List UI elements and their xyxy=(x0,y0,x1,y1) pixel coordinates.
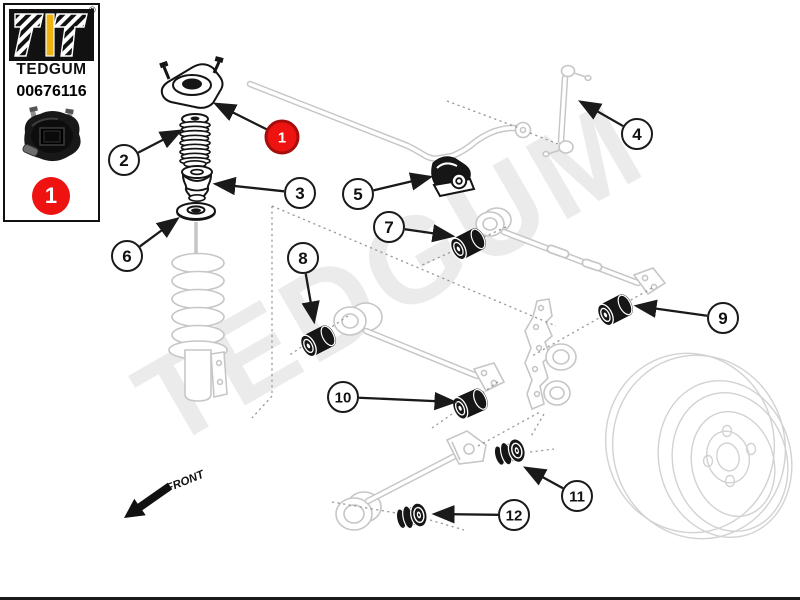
callout-number: 8 xyxy=(298,249,307,268)
callout-1-strut-mount: 1 xyxy=(212,102,300,155)
callout-arrow xyxy=(522,466,564,490)
callout-arrow xyxy=(212,102,268,131)
callout-circle xyxy=(108,144,140,176)
part-number: 00676116 xyxy=(16,83,87,100)
callout-9-lateral-arm-bushing-rear: 9 xyxy=(633,299,739,334)
highlighted-item-badge: 1 xyxy=(32,177,70,215)
callout-arrow xyxy=(301,273,320,325)
callout-arrow xyxy=(404,224,456,243)
callout-arrow xyxy=(212,176,285,196)
callout-8-lateral-arm-bushing: 8 xyxy=(287,242,320,325)
callout-arrow xyxy=(431,505,499,524)
callout-circle xyxy=(287,242,319,274)
callout-12-trailing-arm-bushing: 12 xyxy=(431,499,530,531)
callout-arrow xyxy=(137,129,184,154)
product-photo-strut-mount xyxy=(22,106,81,162)
front-direction-arrow: FRONT xyxy=(124,468,207,518)
lower-lateral-arm xyxy=(333,302,506,393)
front-label: FRONT xyxy=(165,468,207,494)
callout-arrow xyxy=(633,299,708,318)
trailing-arm xyxy=(335,430,487,531)
tedgum-logo-icon xyxy=(9,9,94,61)
callout-circle xyxy=(264,119,300,155)
upper-lateral-arm xyxy=(475,207,667,296)
knuckle xyxy=(524,298,577,411)
wheel xyxy=(604,352,793,540)
callout-number: 3 xyxy=(295,184,304,203)
brand-wordmark: TEDGUM xyxy=(16,61,87,78)
stabilizer-bar-bushing xyxy=(431,156,476,198)
callout-4-stabilizer-link: 4 xyxy=(578,100,653,150)
callout-6-spring-seat-washer: 6 xyxy=(111,216,180,272)
callout-11-trailing-arm-bushing: 11 xyxy=(522,466,593,512)
callout-circle xyxy=(707,302,739,334)
callout-number: 10 xyxy=(335,389,352,406)
callout-10-lateral-arm-bushing: 10 xyxy=(327,381,458,413)
callout-circle xyxy=(342,178,374,210)
dust-boot xyxy=(179,113,211,169)
bump-stop xyxy=(181,165,213,203)
callout-circle xyxy=(111,240,143,272)
stabilizer-bar xyxy=(246,80,532,162)
callout-number: 7 xyxy=(384,218,393,237)
page-bottom-border xyxy=(0,597,800,600)
trailing-arm-bushing-11 xyxy=(491,436,529,470)
callout-circle xyxy=(327,381,359,413)
lateral-arm-bushing-8 xyxy=(296,322,340,360)
callout-circle xyxy=(373,211,405,243)
callout-arrow xyxy=(578,100,624,128)
callout-number: 11 xyxy=(569,488,585,505)
callout-circle xyxy=(284,177,316,209)
callout-number: 5 xyxy=(353,185,362,204)
callout-5-stabilizer-bar-bushing: 5 xyxy=(342,172,434,210)
callout-number: 9 xyxy=(718,309,727,328)
callout-circle xyxy=(561,480,593,512)
trailing-arm-bushing-12 xyxy=(393,500,430,533)
part-info-panel: ® TEDGUM 00676116 1 xyxy=(3,3,100,222)
callout-circle xyxy=(621,118,653,150)
callout-number: 4 xyxy=(632,125,642,144)
strut-mount xyxy=(159,56,224,109)
callout-7-lateral-arm-bushing-front: 7 xyxy=(373,211,456,243)
callout-number: 1 xyxy=(278,129,286,146)
lateral-arm-bushing-10 xyxy=(448,385,492,423)
callout-2-dust-boot: 2 xyxy=(108,129,184,176)
strut-with-coil-spring xyxy=(168,222,228,402)
callout-arrow xyxy=(358,391,458,411)
callout-3-bump-stop: 3 xyxy=(212,176,316,209)
lateral-arm-bushing-9 xyxy=(593,291,637,329)
callout-number: 6 xyxy=(122,247,131,266)
callout-circle xyxy=(498,499,530,531)
callout-number: 2 xyxy=(119,151,128,170)
callout-number: 12 xyxy=(506,507,523,524)
stabilizer-link xyxy=(542,64,592,158)
callout-arrow xyxy=(139,216,180,248)
spring-seat-washer xyxy=(176,202,216,221)
callout-arrow xyxy=(373,172,434,192)
